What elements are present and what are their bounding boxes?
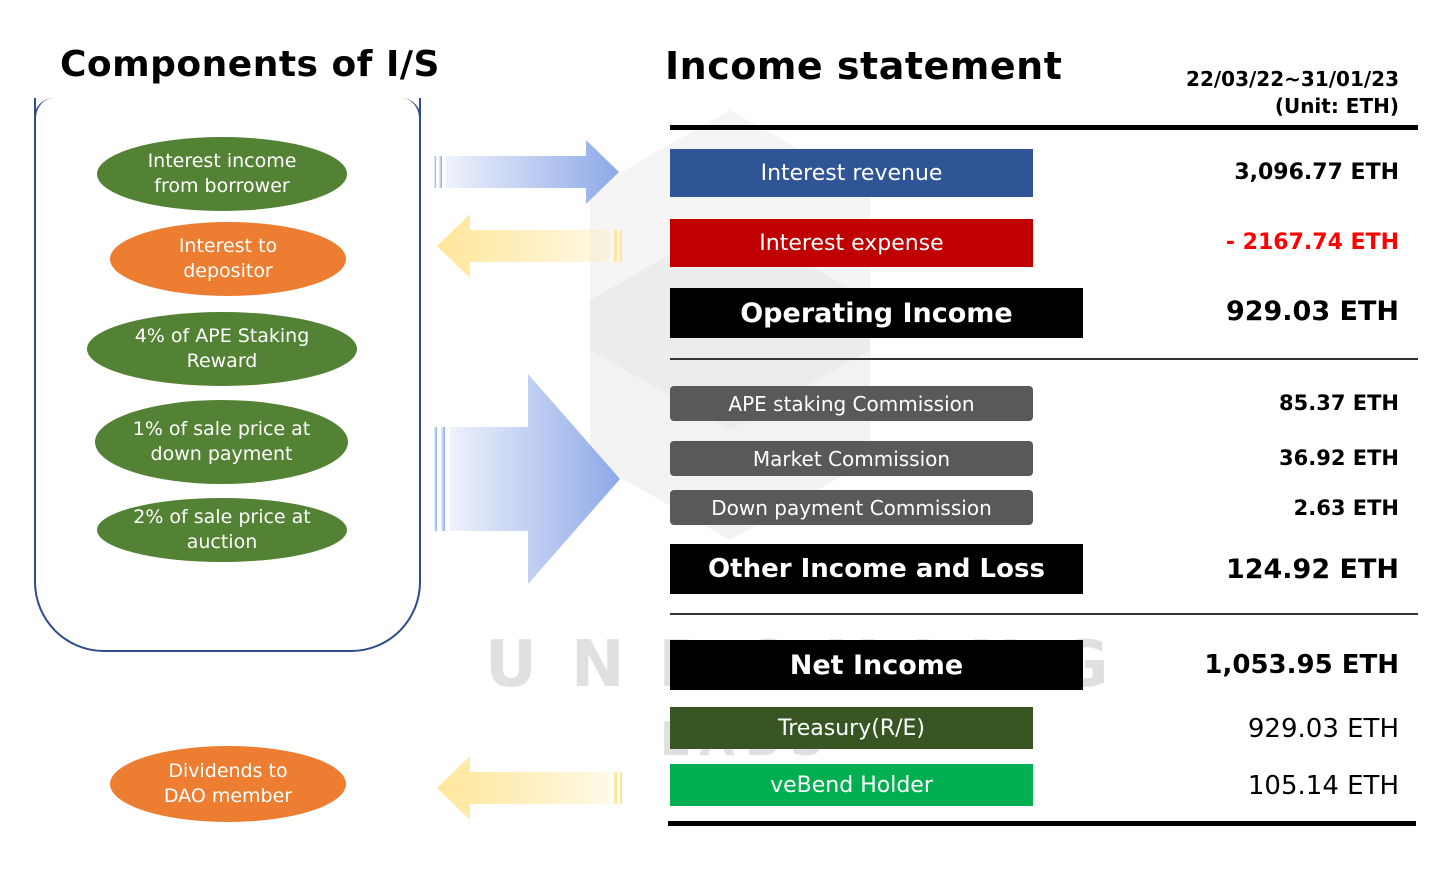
divider-middle-1 [670, 358, 1418, 360]
divider-top [670, 125, 1418, 130]
interest-expense-bar: Interest expense [670, 219, 1033, 267]
vebend-holder-bar: veBend Holder [670, 764, 1033, 806]
net-income-bar: Net Income [670, 640, 1083, 690]
down-payment-commission-bar: Down payment Commission [670, 490, 1033, 525]
ape-staking-commission-value: 85.37 ETH [1279, 391, 1399, 415]
operating-income-value: 929.03 ETH [1225, 296, 1399, 327]
interest-expense-value: - 2167.74 ETH [1225, 230, 1399, 255]
arrow-left-expense-icon [437, 214, 622, 278]
vebend-holder-value: 105.14 ETH [1247, 771, 1399, 801]
period-label: 22/03/22~31/01/23 (Unit: ETH) [1186, 66, 1399, 120]
arrow-right-revenue-icon [434, 140, 619, 204]
ape-staking-commission-bar: APE staking Commission [670, 386, 1033, 421]
income-statement-title: Income statement [665, 44, 1063, 88]
components-panel-top [34, 98, 421, 158]
interest-revenue-bar: Interest revenue [670, 149, 1033, 197]
components-panel [34, 98, 421, 652]
operating-income-bar: Operating Income [670, 288, 1083, 338]
arrow-left-dividends-icon [437, 756, 622, 820]
arrow-right-other-income-icon [434, 374, 620, 584]
down-payment-commission-value: 2.63 ETH [1293, 496, 1399, 520]
other-income-bar: Other Income and Loss [670, 544, 1083, 594]
components-title: Components of I/S [60, 44, 440, 85]
market-commission-bar: Market Commission [670, 441, 1033, 476]
treasury-value: 929.03 ETH [1247, 714, 1399, 744]
net-income-value: 1,053.95 ETH [1204, 650, 1399, 680]
other-income-value: 124.92 ETH [1225, 554, 1399, 585]
unit-label: (Unit: ETH) [1274, 94, 1399, 118]
treasury-bar: Treasury(R/E) [670, 707, 1033, 749]
period-dates: 22/03/22~31/01/23 [1186, 67, 1399, 91]
interest-revenue-value: 3,096.77 ETH [1234, 160, 1399, 185]
market-commission-value: 36.92 ETH [1279, 446, 1399, 470]
divider-bottom [668, 821, 1416, 826]
divider-middle-2 [670, 613, 1418, 615]
